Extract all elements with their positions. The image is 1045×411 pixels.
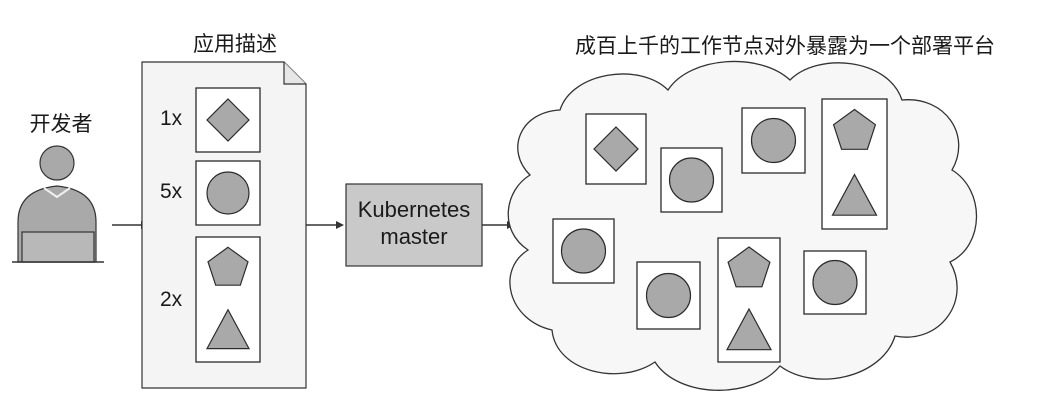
circle-icon — [750, 117, 797, 164]
worker-pod-box — [552, 218, 615, 284]
circle-icon — [812, 259, 858, 306]
developer-icon — [12, 145, 104, 263]
arrow-description-to-master — [306, 221, 344, 229]
triangle-icon — [205, 308, 251, 350]
description-entries — [195, 87, 261, 363]
worker-pod-box — [636, 261, 701, 330]
worker-pod-box — [741, 107, 806, 174]
developer-label: 开发者 — [29, 112, 93, 136]
circle-icon — [668, 157, 715, 203]
worker-pod-box — [803, 250, 867, 315]
pentagon-icon — [832, 108, 877, 150]
diamond-icon — [206, 98, 250, 142]
cluster-pods — [552, 98, 888, 363]
diamond-icon — [593, 126, 639, 172]
worker-pod-box — [660, 147, 723, 213]
kubernetes-master-label: Kubernetes master — [346, 196, 482, 250]
description-entry-box — [195, 160, 261, 226]
worker-pod-box — [821, 98, 888, 230]
triangle-icon — [725, 307, 773, 351]
worker-pod-box — [585, 113, 647, 185]
multiplier-label: 1x — [160, 107, 183, 130]
app-description-document — [141, 61, 307, 389]
worker-pod-box — [717, 237, 781, 363]
circle-icon — [560, 228, 607, 274]
master-line-2: master — [380, 224, 448, 249]
pentagon-icon — [207, 246, 249, 286]
cluster-title: 成百上千的工作节点对外暴露为一个部署平台 — [575, 34, 995, 58]
description-entry-box — [195, 236, 261, 363]
triangle-icon — [831, 173, 878, 216]
circle-icon — [206, 171, 250, 215]
app-description-title: 应用描述 — [193, 32, 277, 56]
master-line-1: Kubernetes — [357, 197, 471, 222]
circle-icon — [645, 272, 692, 319]
pentagon-icon — [727, 246, 771, 288]
multiplier-label: 5x — [160, 180, 183, 203]
kubernetes-master-box — [345, 183, 483, 267]
description-entry-box — [195, 87, 261, 153]
multiplier-label: 2x — [160, 288, 183, 311]
